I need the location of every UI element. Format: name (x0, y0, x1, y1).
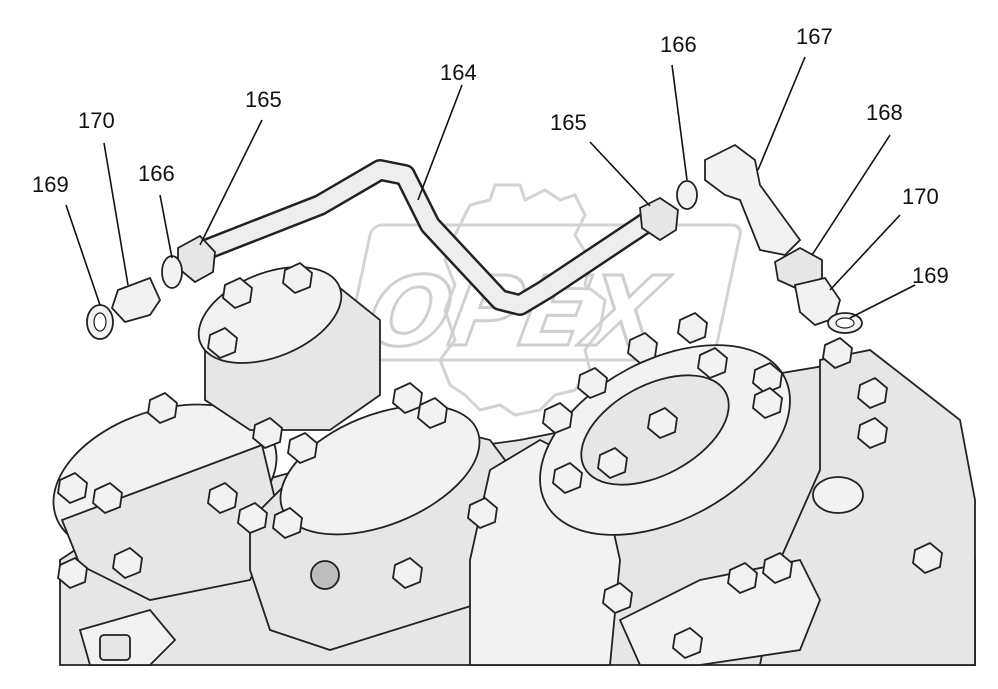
label-166-left: 166 (138, 161, 175, 186)
watermark-frame (343, 223, 742, 362)
left-fittings (86, 234, 216, 340)
label-169-left: 169 (32, 172, 69, 197)
side-plug (310, 560, 340, 590)
leader-lines (65, 56, 916, 319)
label-166-right: 166 (660, 32, 697, 57)
label-168: 168 (866, 100, 903, 125)
label-164: 164 (440, 60, 477, 85)
label-165-left: 165 (245, 87, 282, 112)
fitting-170-left (110, 276, 162, 324)
compressor-body (52, 261, 976, 666)
bolt-heads (57, 261, 943, 660)
right-end-boss (812, 476, 864, 514)
nut-165-right (639, 196, 679, 242)
label-165-right: 165 (550, 110, 587, 135)
pipe-164 (194, 159, 661, 316)
ring-166-left (161, 255, 183, 289)
lower-left-port-nut (99, 634, 131, 661)
middle-cover-plate (279, 404, 481, 536)
label-167: 167 (796, 24, 833, 49)
label-169-right: 169 (912, 263, 949, 288)
lower-right-plate (618, 558, 821, 666)
label-170-right: 170 (902, 184, 939, 209)
elbow-167 (704, 143, 802, 256)
callout-labels: 169 170 166 165 164 165 166 167 168 170 … (32, 24, 949, 288)
ring-166-right (676, 180, 698, 210)
right-fittings (639, 143, 863, 334)
label-170-left: 170 (78, 108, 115, 133)
